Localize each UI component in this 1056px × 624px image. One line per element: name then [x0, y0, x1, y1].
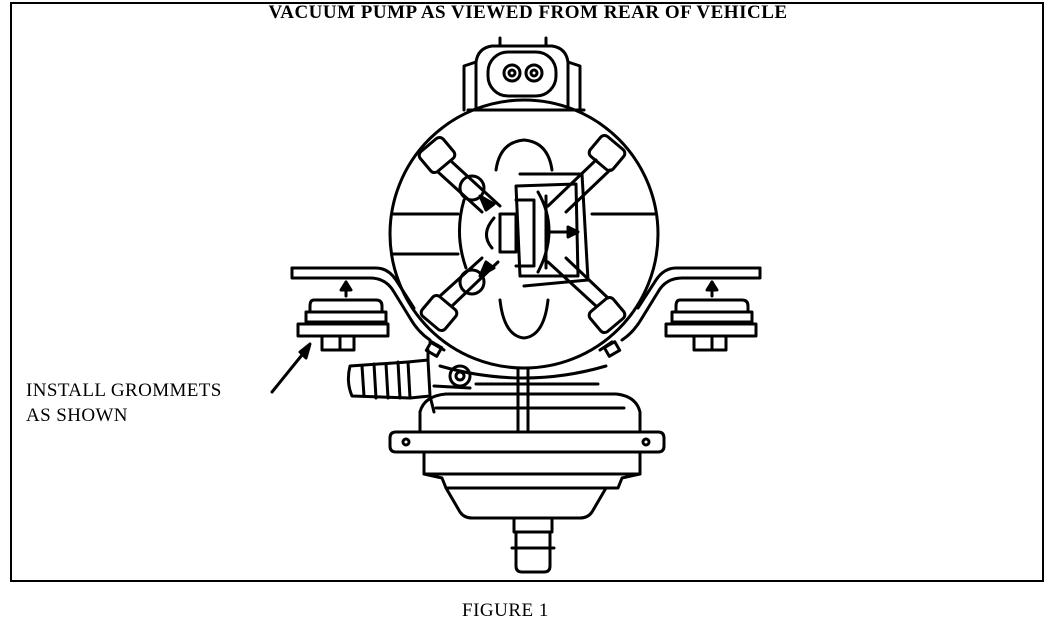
figure-caption: FIGURE 1	[462, 600, 549, 621]
right-grommet	[664, 280, 758, 352]
callout-line-1: INSTALL GROMMETS	[26, 380, 222, 401]
left-grommet	[296, 280, 390, 352]
valve-cartridge	[485, 172, 590, 288]
grommet-callout: INSTALL GROMMETS AS SHOWN	[26, 378, 222, 428]
callout-arrow	[270, 342, 312, 394]
electrical-connector	[462, 36, 586, 112]
lower-housing	[346, 340, 666, 574]
pump-housing	[388, 98, 660, 370]
mounting-bracket	[290, 266, 762, 342]
figure-title: VACUUM PUMP AS VIEWED FROM REAR OF VEHIC…	[268, 2, 788, 23]
callout-line-2: AS SHOWN	[26, 405, 128, 426]
figure-frame	[10, 2, 1044, 582]
